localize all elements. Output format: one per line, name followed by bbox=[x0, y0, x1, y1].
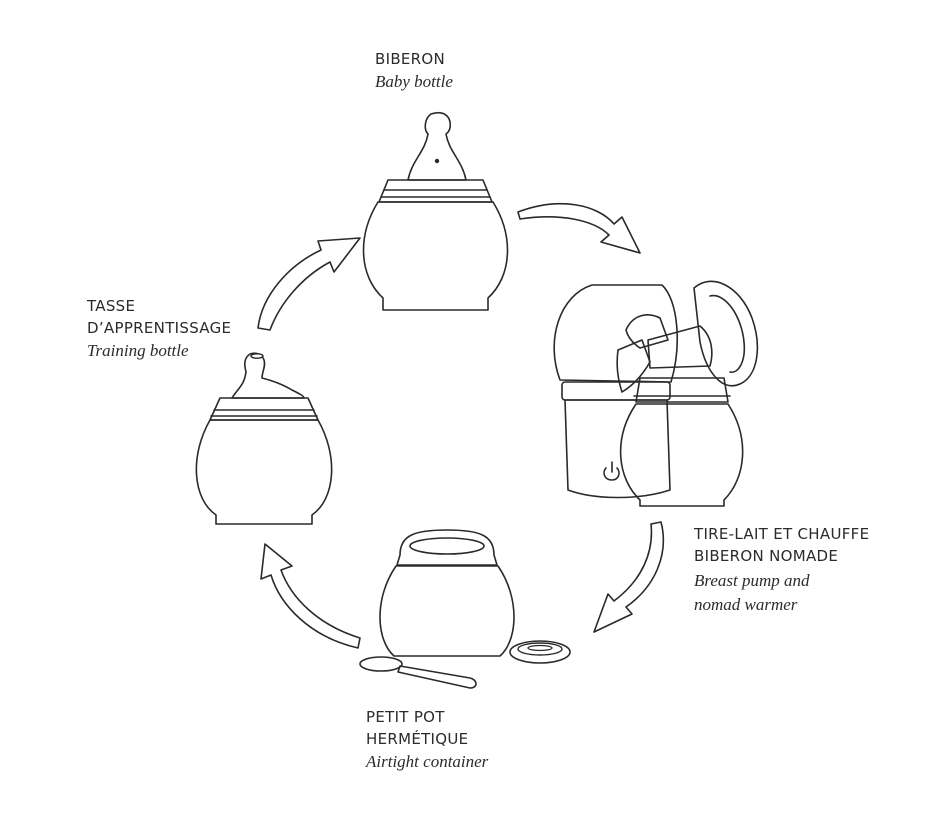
bottle-warmer-icon bbox=[553, 284, 678, 499]
airtight-container-fr-2: HERMÉTIQUE bbox=[366, 730, 469, 748]
arrow-bottle-to-pump bbox=[517, 202, 641, 254]
pot-dots bbox=[392, 572, 508, 653]
label-airtight-container: PETIT POT HERMÉTIQUE Airtight container bbox=[366, 706, 488, 774]
breast-pump-icon bbox=[616, 280, 759, 507]
breast-pump-en-2: nomad warmer bbox=[694, 595, 798, 614]
label-training-bottle: TASSE D’APPRENTISSAGE Training bottle bbox=[87, 295, 231, 363]
cycle-arrow-icon bbox=[260, 543, 361, 649]
breast-pump-fr-2: BIBERON NOMADE bbox=[694, 547, 839, 565]
training-bottle-fr-1: TASSE bbox=[87, 297, 136, 315]
lid-icon bbox=[509, 640, 571, 664]
breast-pump-en-1: Breast pump and bbox=[694, 571, 810, 590]
training-cup-icon bbox=[195, 352, 333, 525]
baby-bottle-en: Baby bottle bbox=[375, 72, 453, 91]
airtight-container-en: Airtight container bbox=[366, 752, 489, 771]
breast-pump-fr-1: TIRE-LAIT ET CHAUFFE bbox=[694, 525, 870, 543]
cycle-arrow-icon bbox=[593, 521, 665, 633]
baby-bottle-fr: BIBERON bbox=[375, 50, 446, 68]
arrow-pump-to-pot bbox=[593, 521, 665, 633]
training-bottle-en: Training bottle bbox=[87, 341, 189, 360]
airtight-container-fr-1: PETIT POT bbox=[366, 708, 445, 726]
spoon-icon bbox=[359, 656, 477, 689]
baby-bottle-icon bbox=[362, 111, 509, 311]
label-baby-bottle: BIBERON Baby bottle bbox=[375, 48, 453, 94]
arrow-cup-to-bottle bbox=[257, 237, 361, 331]
arrow-pot-to-cup bbox=[260, 543, 361, 649]
label-breast-pump: TIRE-LAIT ET CHAUFFE BIBERON NOMADE Brea… bbox=[694, 523, 869, 617]
cycle-arrow-icon bbox=[257, 237, 361, 331]
training-bottle-fr-2: D’APPRENTISSAGE bbox=[87, 319, 232, 337]
airtight-pot-icon bbox=[379, 529, 515, 657]
cycle-arrow-icon bbox=[517, 202, 641, 254]
